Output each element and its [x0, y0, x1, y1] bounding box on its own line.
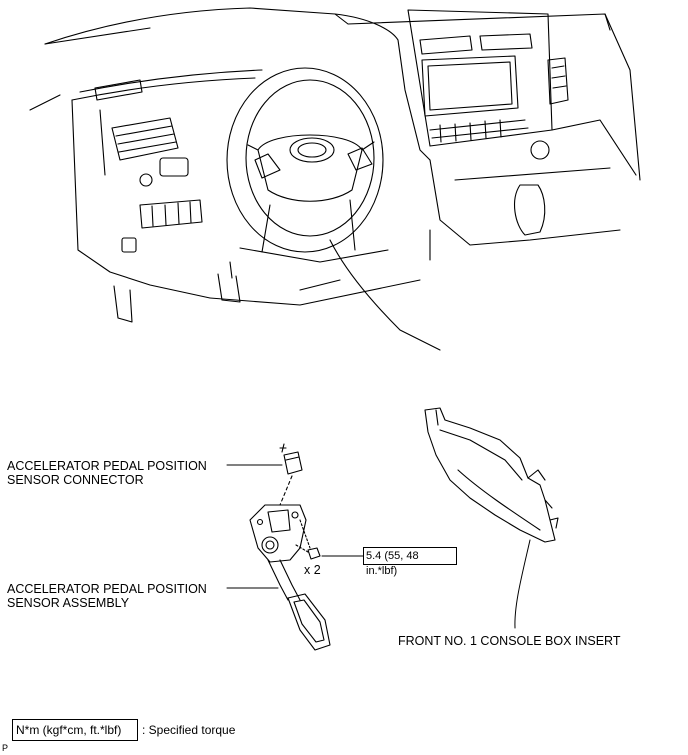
torque-value-line2: in.*lbf) [366, 565, 398, 577]
leader-lines [226, 464, 531, 629]
sensor-assembly-drawing [249, 504, 331, 651]
sensor-connector-drawing [279, 443, 303, 506]
connector-label-line2: SENSOR CONNECTOR [7, 473, 144, 487]
assembly-label-line2: SENSOR ASSEMBLY [7, 596, 130, 610]
footer-code: P [2, 743, 9, 753]
legend-box-text: N*m (kgf*cm, ft.*lbf) [16, 723, 122, 737]
assembly-label-line1: ACCELERATOR PEDAL POSITION [7, 582, 207, 596]
legend-box: N*m (kgf*cm, ft.*lbf) [12, 719, 138, 741]
legend-description: : Specified torque [142, 723, 236, 737]
dashboard-illustration [29, 7, 641, 351]
connector-label: ACCELERATOR PEDAL POSITION SENSOR CONNEC… [7, 459, 207, 487]
console-insert-label: FRONT NO. 1 CONSOLE BOX INSERT [398, 634, 621, 648]
connector-label-line1: ACCELERATOR PEDAL POSITION [7, 459, 207, 473]
torque-value-line1: 5.4 (55, 48 [366, 550, 419, 562]
quantity-label: x 2 [304, 563, 321, 577]
torque-box: 5.4 (55, 48 [363, 547, 457, 565]
console-insert-drawing [424, 407, 559, 543]
assembly-label: ACCELERATOR PEDAL POSITION SENSOR ASSEMB… [7, 582, 207, 610]
